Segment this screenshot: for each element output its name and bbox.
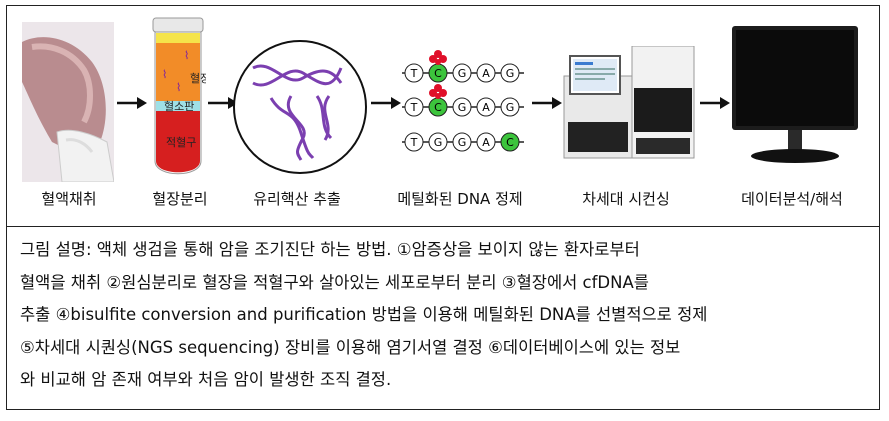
base: G (506, 67, 515, 80)
caption-line: 추출 ④bisulfite conversion and purificatio… (20, 305, 708, 324)
svg-text:⌇: ⌇ (162, 68, 167, 81)
base: G (506, 101, 515, 114)
base: G (458, 136, 467, 149)
tube-rbc-label: 적혈구 (166, 135, 196, 149)
base: C (434, 67, 442, 80)
svg-text:⌇: ⌇ (184, 49, 189, 62)
methylated-dna-icon: T C G A G T C G A G T G G A (402, 50, 524, 152)
base: G (434, 136, 443, 149)
step-label: 유리핵산 추출 (253, 190, 341, 208)
svg-text:⌇: ⌇ (176, 81, 181, 94)
base: C (434, 101, 442, 114)
base: A (482, 67, 490, 80)
caption-line: ⑤차세대 시퀀싱(NGS sequencing) 장비를 이용해 염기서열 결정… (20, 337, 681, 357)
step-label: 차세대 시컨싱 (582, 190, 670, 208)
base: C (506, 136, 514, 149)
base: G (458, 101, 467, 114)
caption-line: 와 비교해 암 존재 여부와 처음 암이 발생한 조직 결정. (20, 370, 392, 389)
base: A (482, 101, 490, 114)
caption-line: 혈액을 채취 ②원심분리로 혈장을 적혈구와 살아있는 세포로부터 분리 ③혈장… (20, 272, 649, 292)
arrow-icon (371, 97, 401, 109)
arrow-icon (700, 97, 730, 109)
base: A (482, 136, 490, 149)
arrow-icon (208, 97, 238, 109)
base: G (458, 67, 467, 80)
caption-line: 그림 설명: 액체 생검을 통해 암을 조기진단 하는 방법. ①암증상을 보이… (20, 240, 640, 259)
step-label: 혈액채취 (41, 190, 97, 208)
step-label: 데이터분석/해석 (741, 190, 843, 208)
arrow-icon (117, 97, 147, 109)
step-label: 메틸화된 DNA 정제 (397, 190, 523, 208)
arrow-icon (532, 97, 562, 109)
arm-blood-draw-icon (22, 22, 114, 182)
figure-caption: 그림 설명: 액체 생검을 통해 암을 조기진단 하는 방법. ①암증상을 보이… (20, 234, 870, 397)
figure-divider (6, 226, 880, 227)
methyl-group-icon (429, 84, 447, 99)
base: T (410, 67, 418, 80)
base: T (410, 136, 418, 149)
computer-monitor-icon (732, 26, 858, 163)
tube-plasma-label: 혈장 (190, 71, 206, 85)
dna-helix-icon (233, 40, 367, 174)
figure-frame (6, 5, 880, 410)
blood-tube-icon: ⌇ ⌇ ⌇ 혈장 혈소판 적혈구 (152, 17, 206, 175)
base: T (410, 101, 418, 114)
methyl-group-icon (429, 50, 447, 65)
step-label: 혈장분리 (152, 190, 208, 208)
sequencer-machine-icon (563, 46, 695, 159)
tube-platelet-label: 혈소판 (164, 99, 194, 113)
